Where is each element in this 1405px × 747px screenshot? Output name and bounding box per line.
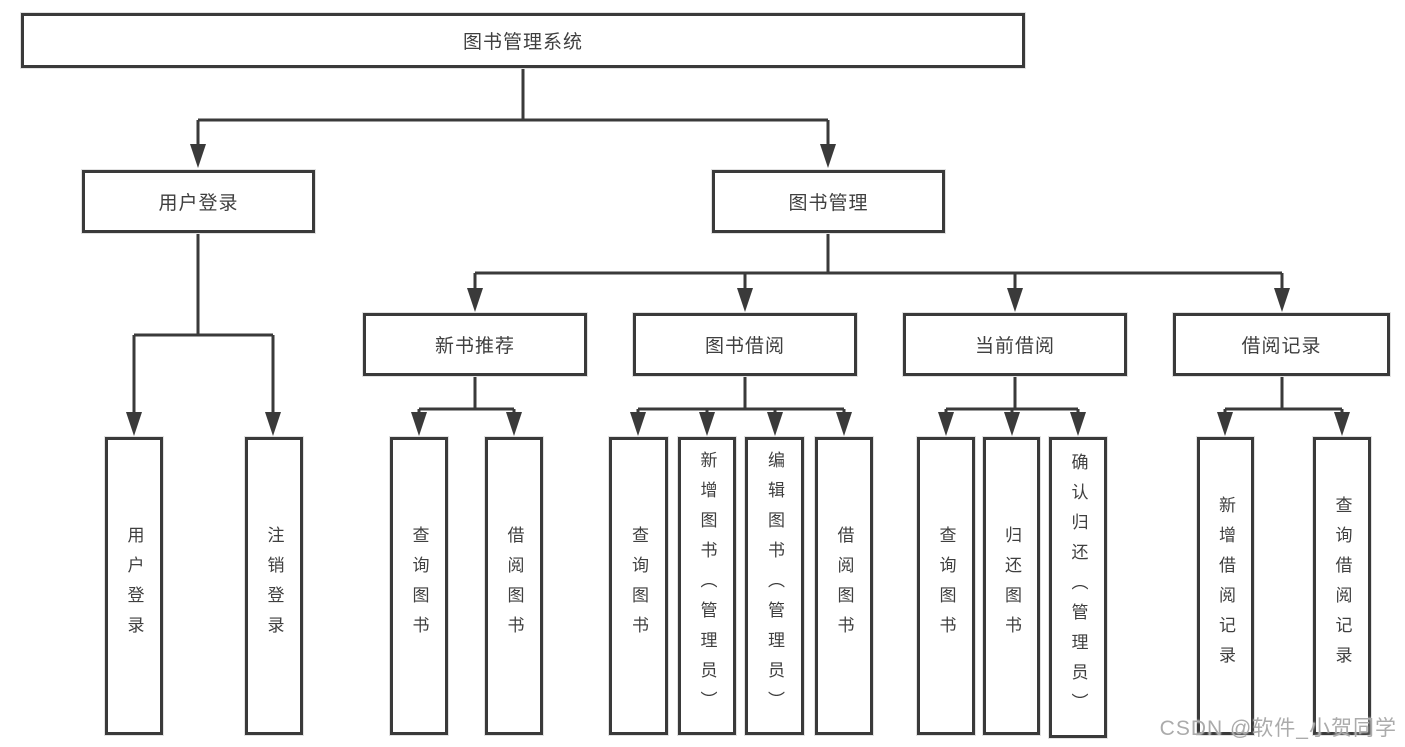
node-label: 确认归还（管理员） [1068,452,1088,723]
connector-book-borrow [630,376,852,436]
node-user-login: 用户登录 [81,169,316,234]
node-label: 注销登录 [264,526,284,646]
arrow-down-icon [630,412,852,436]
node-label: 用户登录 [124,526,144,646]
connector-new-book [411,376,522,436]
leaf-add-borrow-record: 新增借阅记录 [1196,436,1255,736]
node-label: 归还图书 [1002,526,1021,646]
leaf-logout: 注销登录 [244,436,304,736]
node-label: 借阅图书 [834,526,854,646]
node-label: 查询图书 [936,526,956,646]
node-label: 新增借阅记录 [1216,496,1235,676]
node-new-book-recommend: 新书推荐 [362,312,588,377]
node-label: 当前借阅 [974,336,1055,357]
arrow-down-icon [126,412,281,436]
leaf-add-books-admin: 新增图书（管理员） [677,436,737,736]
node-label: 借阅记录 [1241,336,1322,357]
node-label: 查询图书 [629,526,648,646]
arrow-down-icon [190,144,836,168]
node-root-system: 图书管理系统 [20,12,1026,69]
arrow-down-icon [411,412,522,436]
leaf-confirm-return-admin: 确认归还（管理员） [1048,436,1108,739]
node-label: 编辑图书（管理员） [765,451,784,721]
node-label: 图书管理系统 [462,32,583,53]
leaf-user-login: 用户登录 [104,436,164,736]
leaf-query-books-current: 查询图书 [916,436,976,736]
node-label: 图书借阅 [704,336,785,357]
connector-book-management [467,233,1290,312]
leaf-query-books-borrow: 查询图书 [608,436,669,736]
leaf-edit-books-admin: 编辑图书（管理员） [744,436,805,736]
node-label: 用户登录 [158,193,239,214]
leaf-borrow-books-recommend: 借阅图书 [484,436,544,736]
connector-current-borrow [938,376,1086,436]
connector-user-login [126,233,281,436]
node-label: 借阅图书 [504,526,524,646]
arrow-down-icon [467,288,1290,312]
arrow-down-icon [938,412,1086,436]
connector-borrow-record [1217,376,1350,436]
node-current-borrow: 当前借阅 [902,312,1128,377]
node-label: 新增图书（管理员） [697,451,717,721]
connector-root [190,68,836,168]
node-label: 图书管理 [788,193,869,214]
node-label: 新书推荐 [434,336,515,357]
leaf-return-books: 归还图书 [982,436,1041,736]
watermark: CSDN @软件_小贺同学 [1159,717,1397,740]
node-book-management: 图书管理 [711,169,946,234]
node-label: 查询借阅记录 [1332,496,1352,676]
leaf-borrow-books: 借阅图书 [814,436,874,736]
node-book-borrow: 图书借阅 [632,312,858,377]
node-borrow-records: 借阅记录 [1172,312,1391,377]
leaf-query-books-recommend: 查询图书 [389,436,449,736]
leaf-query-borrow-record: 查询借阅记录 [1312,436,1372,736]
node-label: 查询图书 [409,526,429,646]
arrow-down-icon [1217,412,1350,436]
